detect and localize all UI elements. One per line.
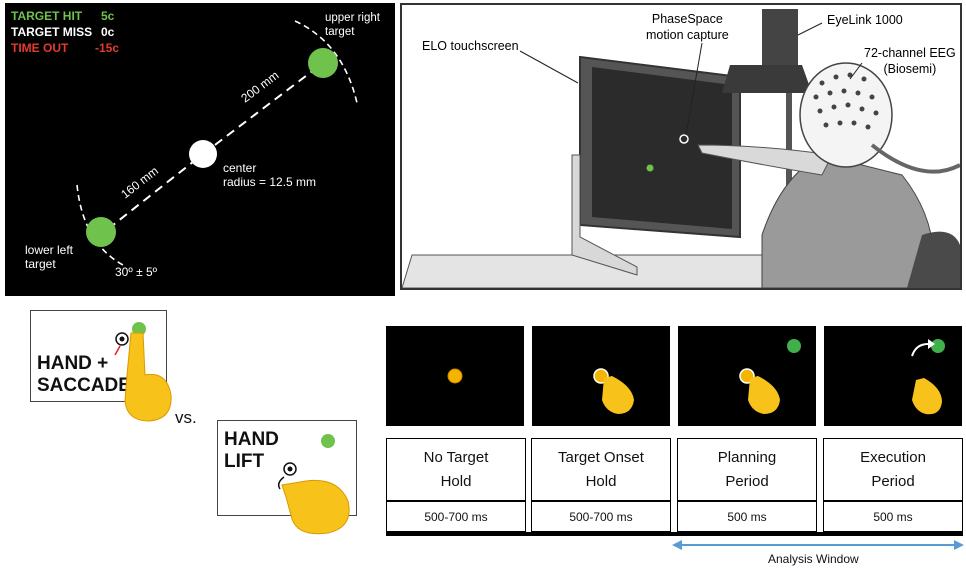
legend-timeout: TIME OUT-15c — [11, 41, 120, 55]
eyelink-camera — [722, 65, 812, 93]
upper-tolerance-arc — [294, 20, 358, 104]
elo-pointer — [519, 50, 579, 84]
vs-label: vs. — [175, 408, 197, 427]
timeline-bar — [386, 532, 963, 536]
eeg-electrodes — [813, 72, 879, 130]
touchscreen-display — [592, 67, 732, 229]
hand-saccade-icon — [114, 322, 172, 422]
hand-icon — [602, 376, 634, 414]
phasespace-pointer — [685, 42, 703, 136]
dist-lower-label: 160 mm — [118, 164, 161, 202]
hand-saccade-card: HAND +SACCADE — [30, 310, 172, 422]
hand-icon — [912, 378, 942, 415]
duration-no-target-hold: 500-700 ms — [386, 501, 526, 532]
reach-arrowhead — [928, 339, 935, 349]
mount-pole — [786, 93, 792, 268]
eeg-cable — [870, 143, 960, 174]
peripheral-target — [931, 339, 945, 353]
center-target — [189, 140, 217, 168]
reach-arrow — [911, 343, 929, 357]
setup-drawing-svg — [402, 9, 960, 288]
analysis-window-arrow — [672, 540, 964, 550]
upper-path-line — [202, 62, 324, 155]
lower-path-line — [107, 153, 204, 230]
duration-planning-period: 500 ms — [677, 501, 817, 532]
analysis-window-label: Analysis Window — [768, 552, 859, 566]
table-surface — [402, 254, 823, 288]
eyelink-label: EyeLink 1000 — [827, 13, 903, 27]
duration-target-onset-hold: 500-700 ms — [531, 501, 671, 532]
upper-right-target — [308, 48, 338, 78]
task-geometry-svg: 200 mm 160 mm — [76, 20, 358, 266]
hand-icon — [748, 376, 780, 414]
subject-arm — [697, 144, 833, 176]
angle-tolerance-label: 30º ± 5º — [115, 265, 158, 279]
peripheral-target — [787, 339, 801, 353]
elo-touchscreen-label: ELO touchscreen — [422, 39, 519, 53]
chair — [907, 231, 960, 288]
eyelink-pointer — [797, 22, 823, 36]
monitor-stand — [571, 154, 638, 276]
screen-target-dot — [646, 164, 654, 172]
eeg-cap — [799, 62, 893, 168]
screen-no-target — [386, 326, 524, 426]
center-dot — [447, 368, 463, 384]
lower-left-target — [86, 217, 116, 247]
duration-execution-period: 500 ms — [823, 501, 963, 532]
eeg-pointer — [849, 62, 863, 80]
screen-planning — [678, 326, 816, 426]
screen-execution — [824, 326, 962, 426]
subject-body — [761, 154, 935, 288]
screen-cursor — [679, 134, 689, 144]
screen-target-onset — [532, 326, 670, 426]
hand-saccade-label: HAND +SACCADE — [37, 353, 131, 396]
hand-lift-icon — [277, 434, 350, 535]
eeg-label: 72-channel EEG(Biosemi) — [864, 46, 956, 76]
